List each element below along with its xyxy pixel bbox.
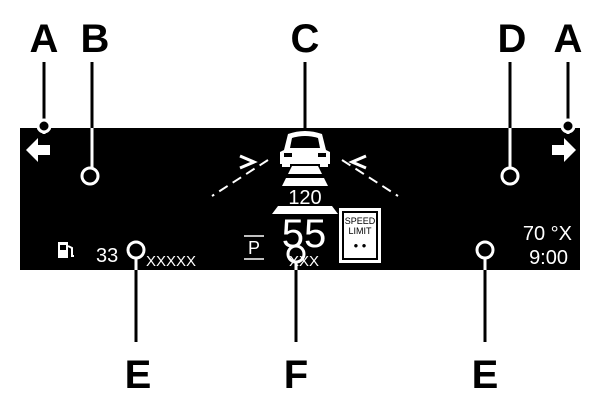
vehicle-speed-unit: XXX bbox=[289, 253, 319, 270]
marker-f bbox=[286, 244, 306, 264]
speed-limit-value: • • bbox=[354, 238, 367, 253]
arrow-right-icon bbox=[552, 138, 576, 162]
callout-d: D bbox=[498, 17, 527, 61]
marker-e-right bbox=[475, 240, 495, 260]
callout-a-left: A bbox=[30, 17, 59, 61]
clock-time: 9:00 bbox=[529, 247, 568, 269]
speed-limit-label-2: LIMIT bbox=[348, 226, 372, 236]
callout-c: C bbox=[291, 17, 320, 61]
fuel-pump-icon bbox=[58, 242, 74, 258]
gear-indicator: P bbox=[248, 238, 260, 258]
marker-a-left bbox=[36, 118, 52, 134]
marker-e-left bbox=[126, 240, 146, 260]
speed-limit-sign-face bbox=[344, 213, 376, 258]
speed-limit-label-1: SPEED bbox=[345, 216, 376, 226]
callout-a-right: A bbox=[554, 17, 583, 61]
car-front-icon bbox=[280, 131, 330, 167]
chevron-left-icon bbox=[239, 154, 258, 170]
fuel-range-value: 33 bbox=[96, 245, 118, 267]
speed-limit-sign: SPEED LIMIT • • bbox=[339, 208, 381, 263]
lane-line-left bbox=[211, 159, 269, 197]
callout-b: B bbox=[81, 17, 110, 61]
vehicle-speed-value: 55 bbox=[282, 212, 327, 256]
distance-bar-2 bbox=[282, 178, 328, 186]
outside-temperature: 70 °X bbox=[523, 223, 572, 245]
chevron-right-icon bbox=[348, 154, 367, 170]
callout-e-left: E bbox=[125, 353, 152, 397]
marker-d bbox=[500, 166, 520, 186]
fuel-range-unit: XXXXX bbox=[146, 253, 196, 270]
lane-line-right bbox=[341, 159, 399, 197]
distance-bar-1 bbox=[288, 166, 322, 174]
lane-assist-graphic: 120 bbox=[211, 131, 399, 214]
callout-f: F bbox=[284, 353, 308, 397]
marker-b bbox=[80, 166, 100, 186]
set-distance-value: 120 bbox=[288, 187, 321, 209]
distance-bar-3 bbox=[272, 206, 338, 214]
marker-a-right bbox=[560, 118, 576, 134]
callout-e-right: E bbox=[472, 353, 499, 397]
arrow-left-icon bbox=[26, 138, 50, 162]
